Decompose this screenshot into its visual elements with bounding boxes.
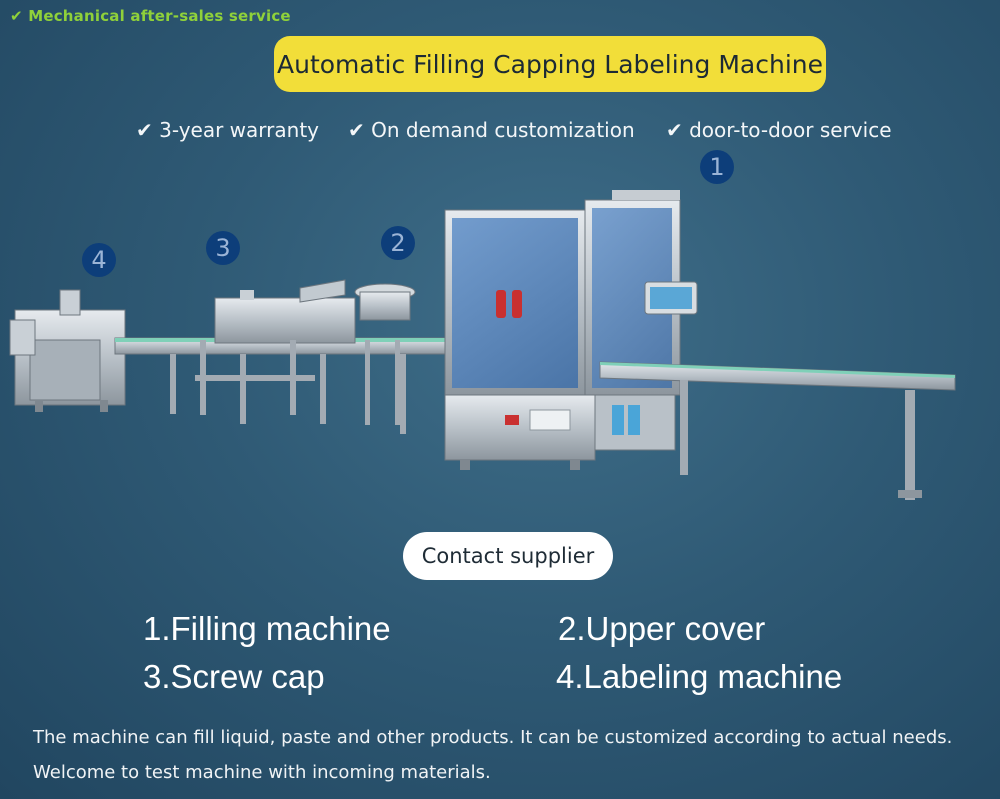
part-labeling-machine: 4.Labeling machine: [556, 658, 843, 695]
outfeed-conveyor-illustration: [599, 361, 956, 500]
marker-screw-cap: 3: [206, 231, 240, 265]
after-sales-badge: ✔ Mechanical after-sales service: [10, 7, 291, 25]
feature-customization: ✔ On demand customization: [348, 118, 635, 142]
part-filling-machine: 1.Filling machine: [143, 610, 391, 647]
product-title: Automatic Filling Capping Labeling Machi…: [274, 36, 826, 92]
feature-list: ✔ 3-year warranty ✔ On demand customizat…: [0, 118, 1000, 148]
part-upper-cover: 2.Upper cover: [558, 610, 766, 647]
marker-labeling: 4: [82, 243, 116, 277]
contact-supplier-button[interactable]: Contact supplier: [403, 532, 613, 580]
cap-feeder-illustration: [299, 279, 416, 425]
part-screw-cap: 3.Screw cap: [143, 658, 325, 695]
description-line-1: The machine can fill liquid, paste and o…: [33, 727, 953, 748]
screw-cap-illustration: [195, 290, 356, 415]
feature-service: ✔ door-to-door service: [666, 118, 892, 142]
labeling-machine-illustration: [9, 289, 126, 412]
marker-upper-cover: 2: [381, 226, 415, 260]
marker-filling: 1: [700, 150, 734, 184]
production-line-illustration: [9, 190, 956, 500]
filling-machine-illustration: [444, 190, 698, 470]
description-line-2: Welcome to test machine with incoming ma…: [33, 762, 491, 783]
feature-warranty: ✔ 3-year warranty: [136, 118, 319, 142]
